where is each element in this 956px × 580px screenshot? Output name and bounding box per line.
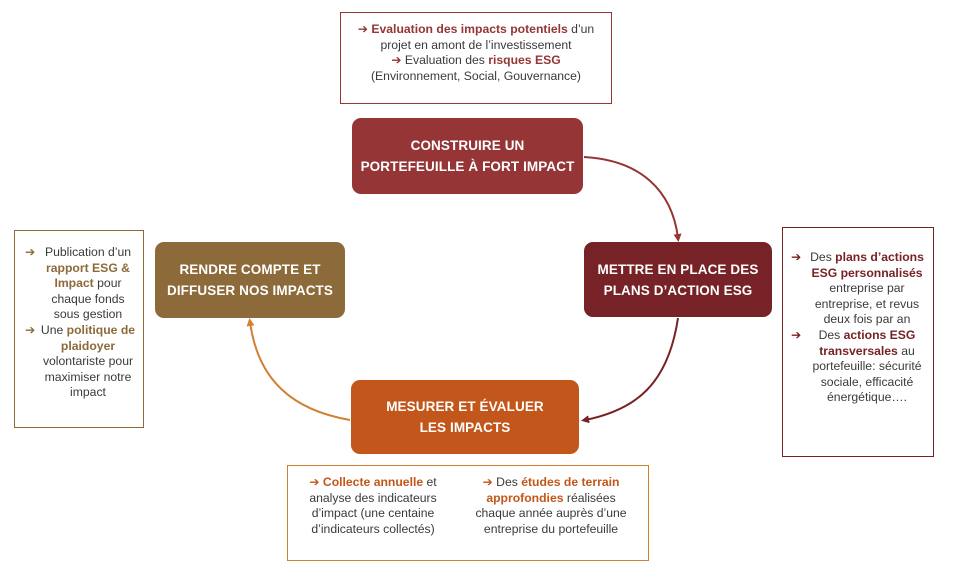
note-right-item2-rest: au portefeuille: sécurité sociale, effic… bbox=[812, 343, 922, 405]
note-evaluation: ➔ Evaluation des impacts potentiels d’un… bbox=[340, 12, 612, 104]
node-construire-line1: CONSTRUIRE UN bbox=[410, 138, 525, 153]
note-top-item2-bold: risques ESG bbox=[488, 53, 561, 68]
note-bottom-right-rest: réalisées chaque année auprès d’une entr… bbox=[475, 490, 627, 536]
note-left-item1-rest: pour chaque fonds sous gestion bbox=[51, 276, 125, 322]
note-top-item1-bold: Evaluation des impacts potentiels bbox=[371, 22, 568, 36]
note-bottom-left-bold: Collecte annuelle bbox=[322, 475, 424, 489]
arrow-right-icon: ➔ bbox=[25, 322, 36, 337]
note-bottom-right-bold: études de terrain approfondies bbox=[486, 475, 620, 505]
node-rendre-line1: RENDRE COMPTE ET bbox=[179, 262, 321, 277]
node-mettre-en-place-plans: METTRE EN PLACE DES PLANS D’ACTION ESG bbox=[584, 242, 772, 317]
arrow-right-icon: ➔ bbox=[791, 250, 802, 264]
node-construire-line2: PORTEFEUILLE À FORT IMPACT bbox=[360, 159, 575, 174]
note-left-item1-pre: Publication d’un bbox=[44, 245, 132, 259]
node-mettre-line2: PLANS D’ACTION ESG bbox=[603, 282, 753, 298]
note-top-item2-line2: (Environnement, Social, Gouvernance) bbox=[370, 68, 581, 83]
note-plans-actions: ➔ Des plans d’actions ESG personnalisés … bbox=[782, 227, 934, 457]
arrow-right-icon: ➔ bbox=[309, 475, 320, 489]
note-bottom-left: ➔ Collecte annuelle et analyse des indic… bbox=[300, 475, 446, 560]
note-collecte-etudes: ➔ Collecte annuelle et analyse des indic… bbox=[287, 465, 649, 561]
arrow-right-icon: ➔ bbox=[25, 245, 36, 259]
note-top-item1-line2: projet en amont de l’investissement bbox=[380, 37, 572, 52]
node-mesurer-line1: MESURER ET ÉVALUER bbox=[386, 399, 544, 414]
note-left-item2-bold: politique de plaidoyer bbox=[60, 322, 136, 353]
arrow-mesurer-to-rendre bbox=[246, 318, 351, 421]
note-top-item1-rest: d’un bbox=[567, 22, 595, 36]
node-mesurer-evaluer: MESURER ET ÉVALUER LES IMPACTS bbox=[351, 380, 579, 454]
note-bottom-left-rest2: analyse des indicateurs d’impact (une ce… bbox=[309, 490, 437, 536]
arrow-right-icon: ➔ bbox=[391, 53, 402, 68]
node-rendre-compte: RENDRE COMPTE ET DIFFUSER NOS IMPACTS bbox=[155, 242, 345, 318]
arrow-right-icon: ➔ bbox=[482, 475, 493, 489]
note-left-item2-pre: Une bbox=[40, 322, 67, 337]
node-mettre-line1: METTRE EN PLACE DES bbox=[597, 261, 759, 277]
node-rendre-line2: DIFFUSER NOS IMPACTS bbox=[166, 283, 333, 298]
note-right-item2-bold: actions ESG transversales bbox=[819, 327, 916, 358]
node-mesurer-line2: LES IMPACTS bbox=[419, 420, 511, 435]
arrow-construire-to-mettre bbox=[583, 156, 682, 242]
note-right-item1-bold: plans d’actions ESG personnalisés bbox=[811, 250, 924, 280]
note-right-item1-pre: Des bbox=[810, 250, 836, 264]
note-left-item1-bold: rapport ESG & Impact bbox=[46, 260, 130, 291]
arrow-mettre-to-mesurer bbox=[581, 317, 679, 424]
note-publication-plaidoyer: ➔ Publication d’un rapport ESG & Impact … bbox=[14, 230, 144, 428]
note-bottom-right-pre: Des bbox=[496, 475, 522, 489]
note-bottom-right: ➔ Des études de terrain approfondies réa… bbox=[466, 475, 636, 560]
arrow-right-icon: ➔ bbox=[357, 22, 368, 36]
node-construire-portefeuille: CONSTRUIRE UN PORTEFEUILLE À FORT IMPACT bbox=[352, 118, 583, 194]
arrow-right-icon: ➔ bbox=[791, 327, 802, 342]
note-left-item2-rest: volontariste pour maximiser notre impact bbox=[42, 354, 134, 400]
note-top-item2-pre: Evaluation des bbox=[404, 53, 489, 68]
note-bottom-left-rest1: et bbox=[423, 475, 437, 489]
note-right-item2-pre: Des bbox=[818, 327, 844, 342]
note-right-item1-rest: entreprise par entreprise, et revus deux… bbox=[814, 281, 920, 327]
